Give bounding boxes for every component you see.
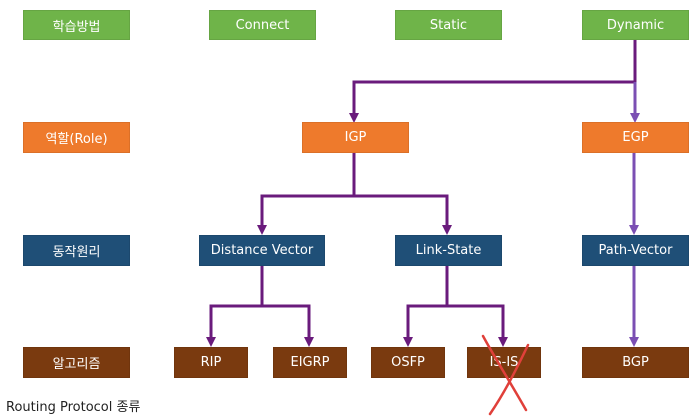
node-static: Static [395, 10, 502, 40]
connector-dv-algorithms [206, 266, 264, 347]
node-path-vector: Path-Vector [582, 235, 689, 266]
node-rip: RIP [174, 347, 248, 378]
connector-dynamic-igp [349, 40, 637, 123]
row-label-learning-method: 학습방법 [23, 10, 130, 40]
node-distance-vector: Distance Vector [199, 235, 325, 266]
node-bgp: BGP [582, 347, 689, 378]
node-dynamic: Dynamic [582, 10, 689, 40]
node-egp: EGP [582, 122, 689, 153]
node-igp: IGP [302, 122, 409, 153]
connector-ls-algorithms [403, 266, 449, 347]
diagram-caption: Routing Protocol 종류 [6, 400, 141, 415]
node-eigrp: EIGRP [273, 347, 347, 378]
node-ospf: OSFP [371, 347, 445, 378]
node-link-state: Link-State [395, 235, 502, 266]
node-connect: Connect [209, 10, 316, 40]
row-label-algorithm: 알고리즘 [23, 347, 130, 378]
row-label-role: 역할(Role) [23, 122, 130, 153]
row-label-operating-principle: 동작원리 [23, 235, 130, 266]
